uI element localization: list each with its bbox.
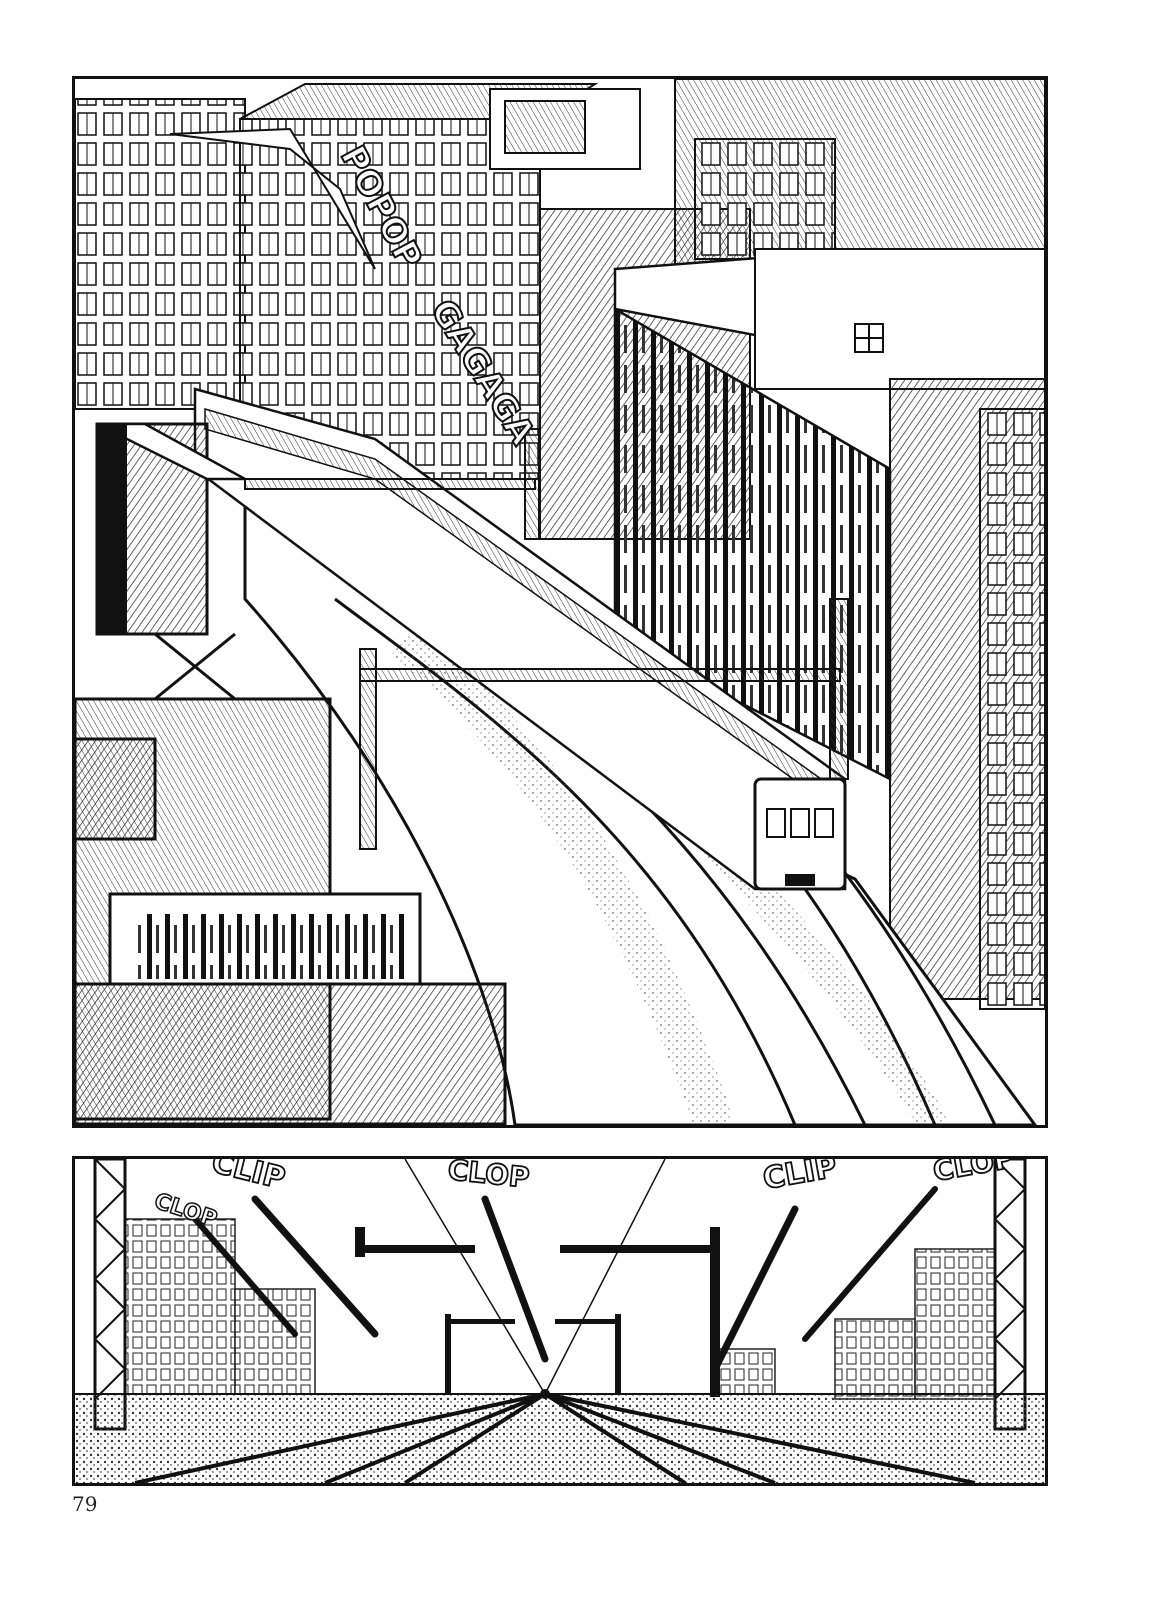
overhead-gantries bbox=[244, 428, 849, 850]
catenary-pylons bbox=[93, 1159, 1027, 1431]
page-number: 79 bbox=[72, 1492, 98, 1516]
sfx-clop-2: CLOP bbox=[446, 1159, 531, 1195]
sfx-burst-shape bbox=[169, 127, 376, 270]
ground-tracks bbox=[75, 1389, 1045, 1483]
sfx-motion-strokes bbox=[192, 1186, 938, 1373]
city-railway-illustration: POPOP GAGAGA bbox=[75, 79, 1045, 1125]
manga-panel-train-city: POPOP GAGAGA bbox=[72, 76, 1048, 1128]
manga-panel-track-perspective: CLOP CLIP CLOP CLIP CLOP bbox=[72, 1156, 1048, 1486]
commuter-train bbox=[193, 387, 847, 891]
track-perspective-illustration: CLOP CLIP CLOP CLIP CLOP bbox=[75, 1159, 1045, 1483]
foreground-rooftops-left bbox=[75, 422, 507, 1125]
